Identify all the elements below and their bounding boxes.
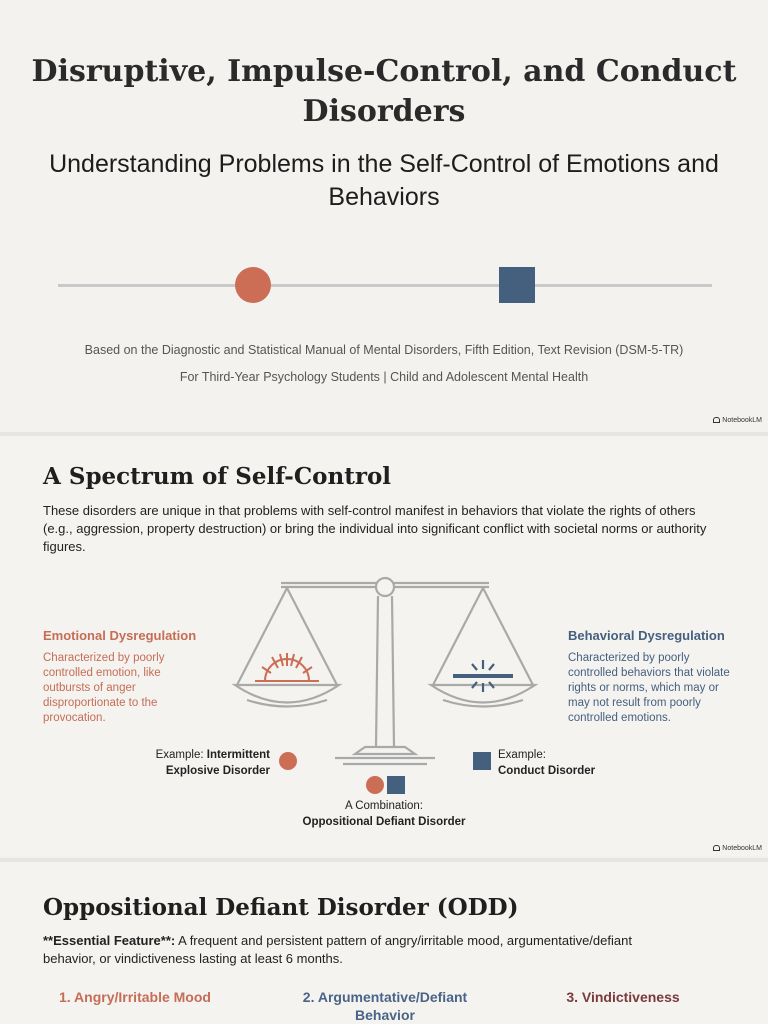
essential-feature-label: **Essential Feature**: [43, 933, 176, 948]
broken-rule-icon [453, 660, 513, 692]
emotion-dot [279, 752, 297, 770]
behavioral-dysregulation-title: Behavioral Dysregulation [568, 628, 725, 643]
essential-feature-text: A frequent and persistent pattern of ang… [43, 933, 632, 966]
notebooklm-logo-icon [713, 417, 721, 424]
notebooklm-badge: NotebookLM [713, 845, 762, 852]
slide-divider [0, 432, 768, 436]
behavior-square-marker [499, 267, 535, 303]
page-title: Disruptive, Impulse-Control, and Conduct… [31, 54, 737, 129]
example-odd: A Combination: Oppositional Defiant Diso… [302, 800, 466, 828]
section-heading: A Spectrum of Self-Control [43, 463, 392, 490]
odd-column-vindictiveness: 3. Vindictiveness [566, 989, 680, 1005]
section-intro: These disorders are unique in that probl… [43, 503, 707, 554]
balance-scale-illustration [231, 576, 539, 766]
slide-divider [0, 858, 768, 862]
behavioral-dysregulation-text: Characterized by poorly controlled behav… [568, 652, 730, 724]
example-ied: Example: Intermittent Explosive Disorder [155, 749, 270, 777]
timeline-line [58, 284, 712, 287]
example-cd: Example: Conduct Disorder [498, 749, 596, 777]
badge-label: NotebookLM [722, 845, 762, 852]
spectrum-slide: A Spectrum of Self-Control These disorde… [0, 436, 768, 856]
notebooklm-badge: NotebookLM [713, 417, 762, 424]
essential-feature: **Essential Feature**: A frequent and pe… [43, 932, 683, 968]
badge-label: NotebookLM [722, 417, 762, 424]
section-heading: Oppositional Defiant Disorder (ODD) [43, 894, 519, 921]
odd-column-argumentative: 2. Argumentative/Defiant Behavior [302, 989, 468, 1023]
title-slide: Disruptive, Impulse-Control, and Conduct… [0, 0, 768, 432]
sunburst-icon [255, 653, 319, 682]
odd-slide: Oppositional Defiant Disorder (ODD) **Es… [0, 862, 768, 1024]
behavior-square [473, 752, 491, 770]
emotion-circle-marker [235, 267, 271, 303]
odd-column-angry-mood: 1. Angry/Irritable Mood [59, 989, 211, 1005]
combo-dot [366, 776, 384, 794]
source-line: Based on the Diagnostic and Statistical … [84, 343, 684, 357]
emotional-dysregulation-text: Characterized by poorly controlled emoti… [43, 652, 165, 724]
audience-line: For Third-Year Psychology Students | Chi… [179, 370, 589, 384]
page-subtitle: Understanding Problems in the Self-Contr… [49, 150, 719, 211]
combo-square [387, 776, 405, 794]
notebooklm-logo-icon [713, 845, 721, 852]
emotional-dysregulation-title: Emotional Dysregulation [43, 628, 197, 643]
